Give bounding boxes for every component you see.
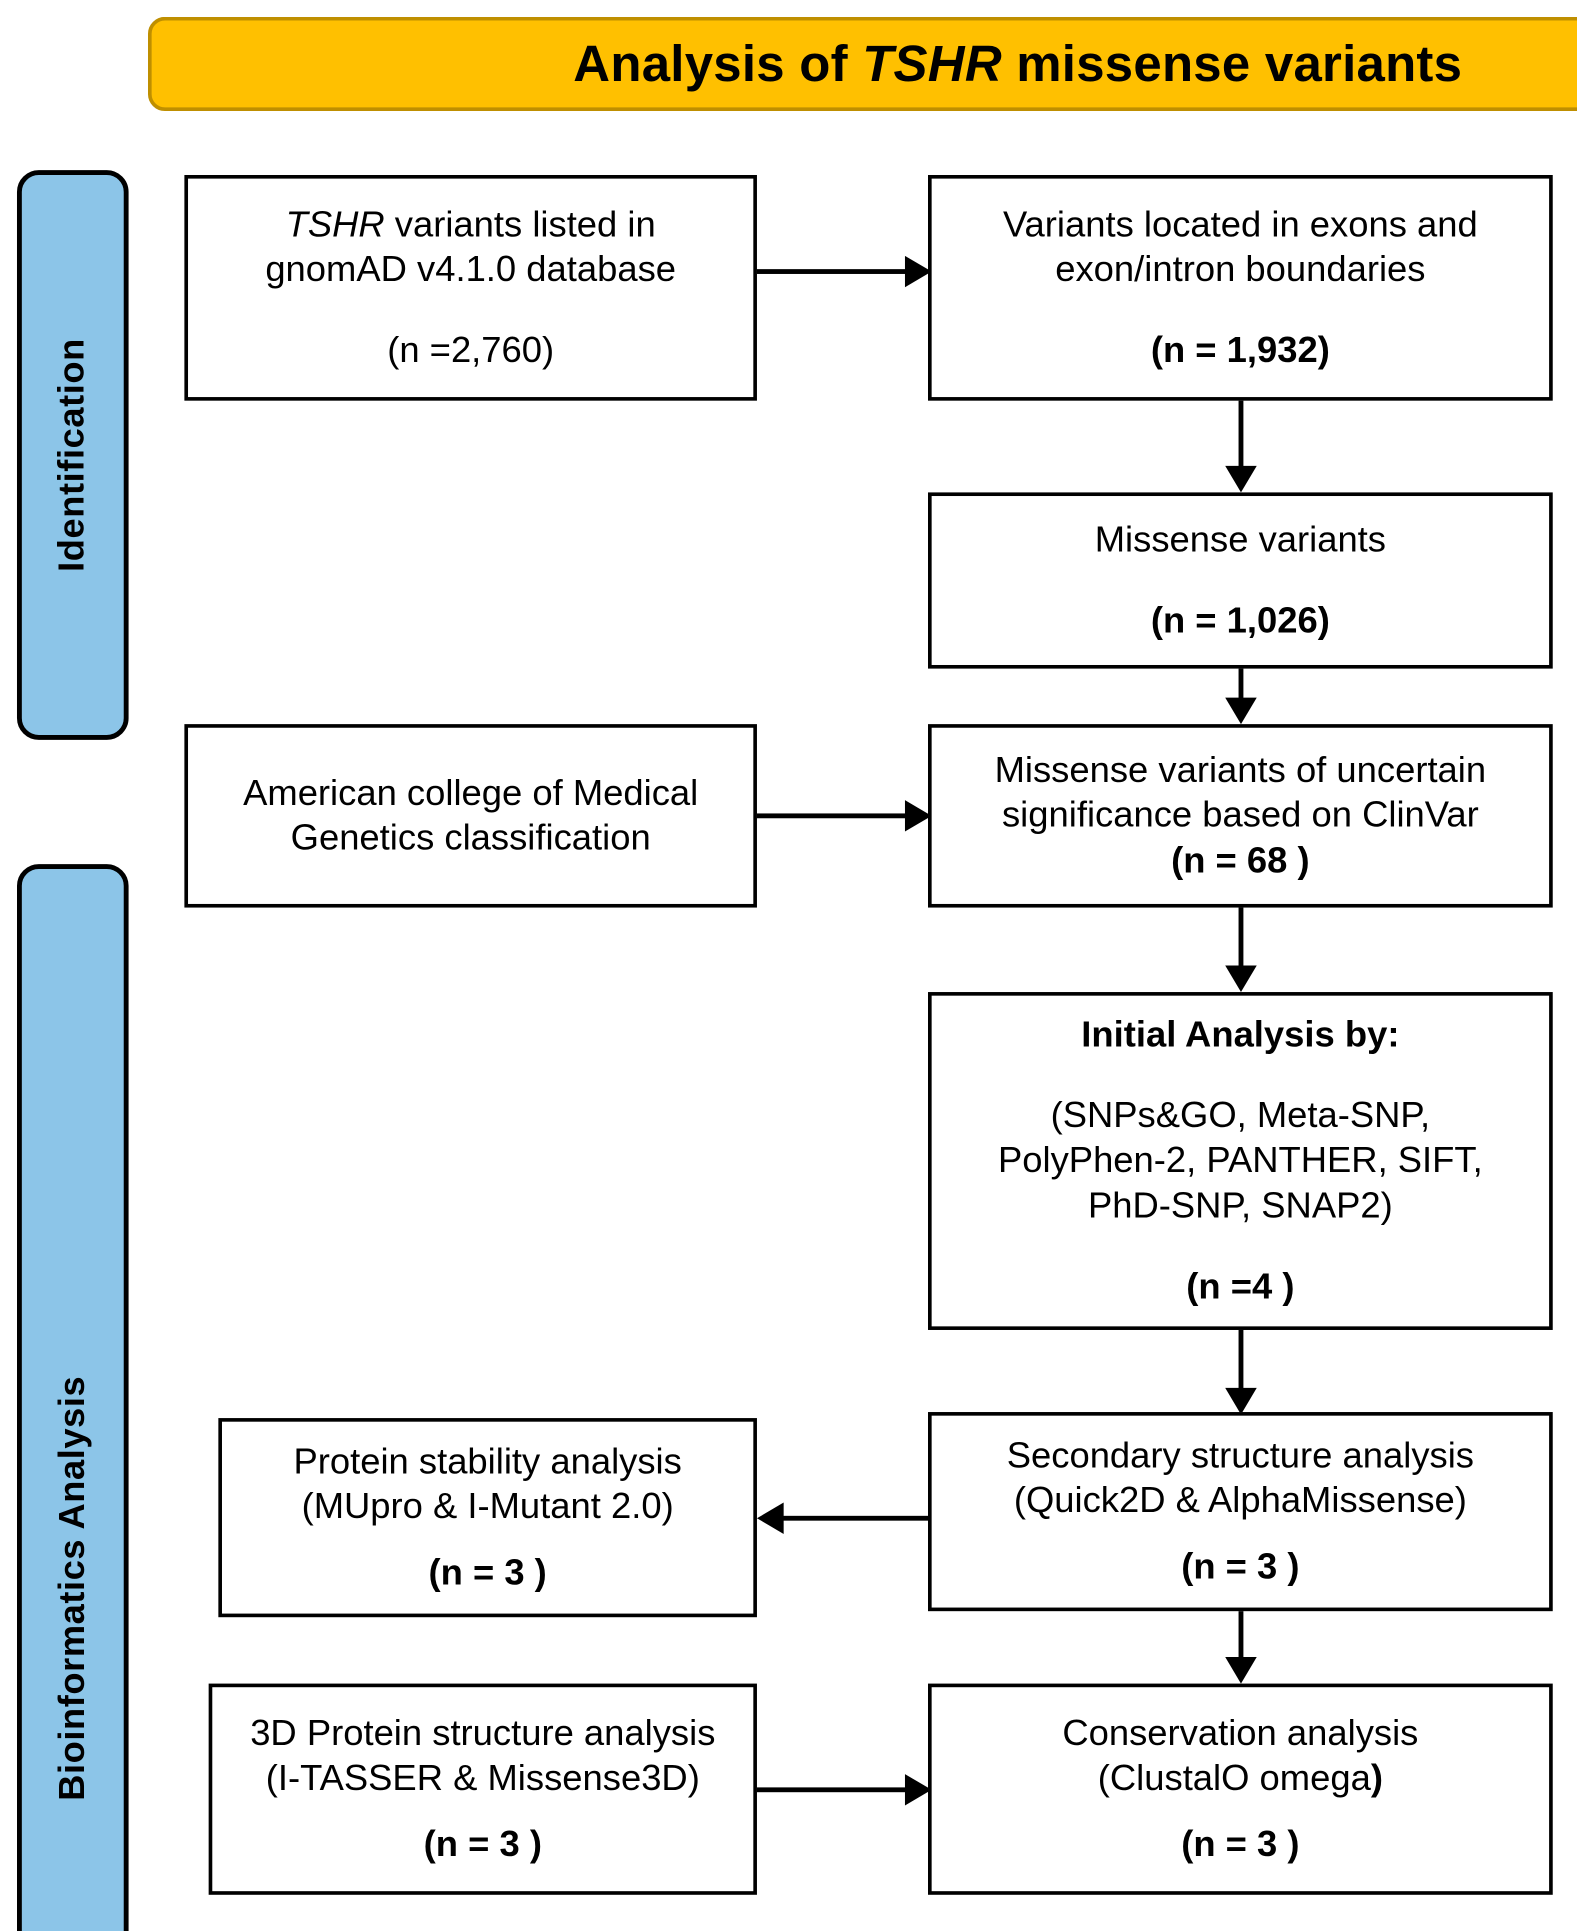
page-title: Analysis of TSHR missense variants: [573, 35, 1462, 93]
arrow-initial-to-secondary: [1223, 1329, 1259, 1415]
missense-line-1: Missense variants: [1094, 519, 1386, 560]
exons-line-2: exon/intron boundaries: [1055, 249, 1426, 290]
arrow-acmg-to-vus: [756, 798, 932, 834]
arrow-gnomad-to-exons: [756, 253, 932, 289]
initial-line-2: (SNPs&GO, Meta-SNP,: [1050, 1096, 1431, 1136]
gnomad-line-1: TSHR variants listed in: [286, 202, 656, 247]
structure3d-count: (n = 3 ): [423, 1824, 542, 1865]
box-vus-clinvar: Missense variants of uncertain significa…: [928, 724, 1553, 908]
missense-count: (n = 1,026): [1150, 601, 1330, 641]
box-secondary-structure: Secondary structure analysis (Quick2D & …: [928, 1412, 1553, 1612]
stability-count: (n = 3 ): [428, 1553, 547, 1594]
conservation-line-1: Conservation analysis: [1062, 1713, 1419, 1754]
box-3d-protein-structure: 3D Protein structure analysis (I-TASSER …: [208, 1683, 757, 1895]
arrow-structure3d-to-conservation: [756, 1772, 932, 1808]
structure3d-line-1: 3D Protein structure analysis: [250, 1713, 716, 1754]
conservation-tool-name: (ClustalO omega: [1097, 1758, 1371, 1799]
gnomad-line-2: gnomAD v4.1.0 database: [265, 249, 677, 290]
stage-bar-bioinformatics: Bioinformatics Analysis: [16, 864, 129, 1931]
arrow-exons-to-missense: [1223, 400, 1259, 493]
exons-line-1: Variants located in exons and: [1002, 204, 1478, 245]
acmg-line-1: American college of Medical: [243, 773, 699, 814]
stage-label-bioinformatics: Bioinformatics Analysis: [52, 1375, 93, 1801]
arrow-secondary-to-conservation: [1223, 1611, 1259, 1684]
initial-line-3: PolyPhen-2, PANTHER, SIFT,: [998, 1140, 1483, 1181]
conservation-line-2: (ClustalO omega): [1098, 1756, 1383, 1801]
vus-line-1: Missense variants of uncertain: [994, 750, 1487, 791]
box-initial-analysis: Initial Analysis by: (SNPs&GO, Meta-SNP,…: [928, 992, 1553, 1330]
arrow-missense-to-vus: [1223, 668, 1259, 725]
conservation-close-paren: ): [1370, 1758, 1383, 1799]
acmg-line-2: Genetics classification: [290, 818, 651, 859]
stage-label-identification: Identification: [52, 338, 93, 572]
stability-line-2: (MUpro & I-Mutant 2.0): [301, 1486, 674, 1527]
initial-line-4: PhD-SNP, SNAP2): [1087, 1185, 1393, 1226]
box-missense-variants: Missense variants (n = 1,026): [928, 492, 1553, 669]
box-conservation-analysis: Conservation analysis (ClustalO omega) (…: [928, 1683, 1553, 1895]
vus-count: (n = 68 ): [1171, 840, 1310, 881]
arrow-secondary-to-stability: [756, 1500, 932, 1536]
initial-line-1: Initial Analysis by:: [1081, 1015, 1400, 1055]
secondary-line-1: Secondary structure analysis: [1006, 1435, 1475, 1476]
secondary-line-2: (Quick2D & AlphaMissense): [1013, 1480, 1467, 1521]
title-prefix: Analysis of: [573, 34, 863, 92]
stability-line-1: Protein stability analysis: [293, 1441, 682, 1482]
vus-line-2: significance based on ClinVar: [1001, 795, 1479, 836]
arrow-vus-to-initial-analysis: [1223, 907, 1259, 993]
stage-bar-identification: Identification: [16, 170, 129, 740]
title-suffix: missense variants: [1001, 34, 1463, 92]
box-gnomad-variants: TSHR variants listed in gnomAD v4.1.0 da…: [184, 174, 757, 401]
structure3d-line-2: (I-TASSER & Missense3D): [265, 1758, 700, 1799]
box-acmg-classification: American college of Medical Genetics cla…: [184, 724, 757, 908]
conservation-count: (n = 3 ): [1181, 1824, 1300, 1865]
box-exon-located-variants: Variants located in exons and exon/intro…: [928, 174, 1553, 401]
initial-count: (n =4 ): [1186, 1266, 1295, 1307]
exons-count: (n = 1,932): [1150, 330, 1330, 371]
gnomad-line-1-rest: variants listed in: [384, 204, 656, 245]
gnomad-gene-name: TSHR: [285, 204, 385, 245]
gnomad-count: (n =2,760): [387, 330, 555, 371]
figure-title-banner: Analysis of TSHR missense variants: [147, 16, 1577, 112]
box-protein-stability: Protein stability analysis (MUpro & I-Mu…: [218, 1418, 757, 1618]
secondary-count: (n = 3 ): [1181, 1547, 1300, 1588]
title-gene-name: TSHR: [862, 34, 1002, 92]
